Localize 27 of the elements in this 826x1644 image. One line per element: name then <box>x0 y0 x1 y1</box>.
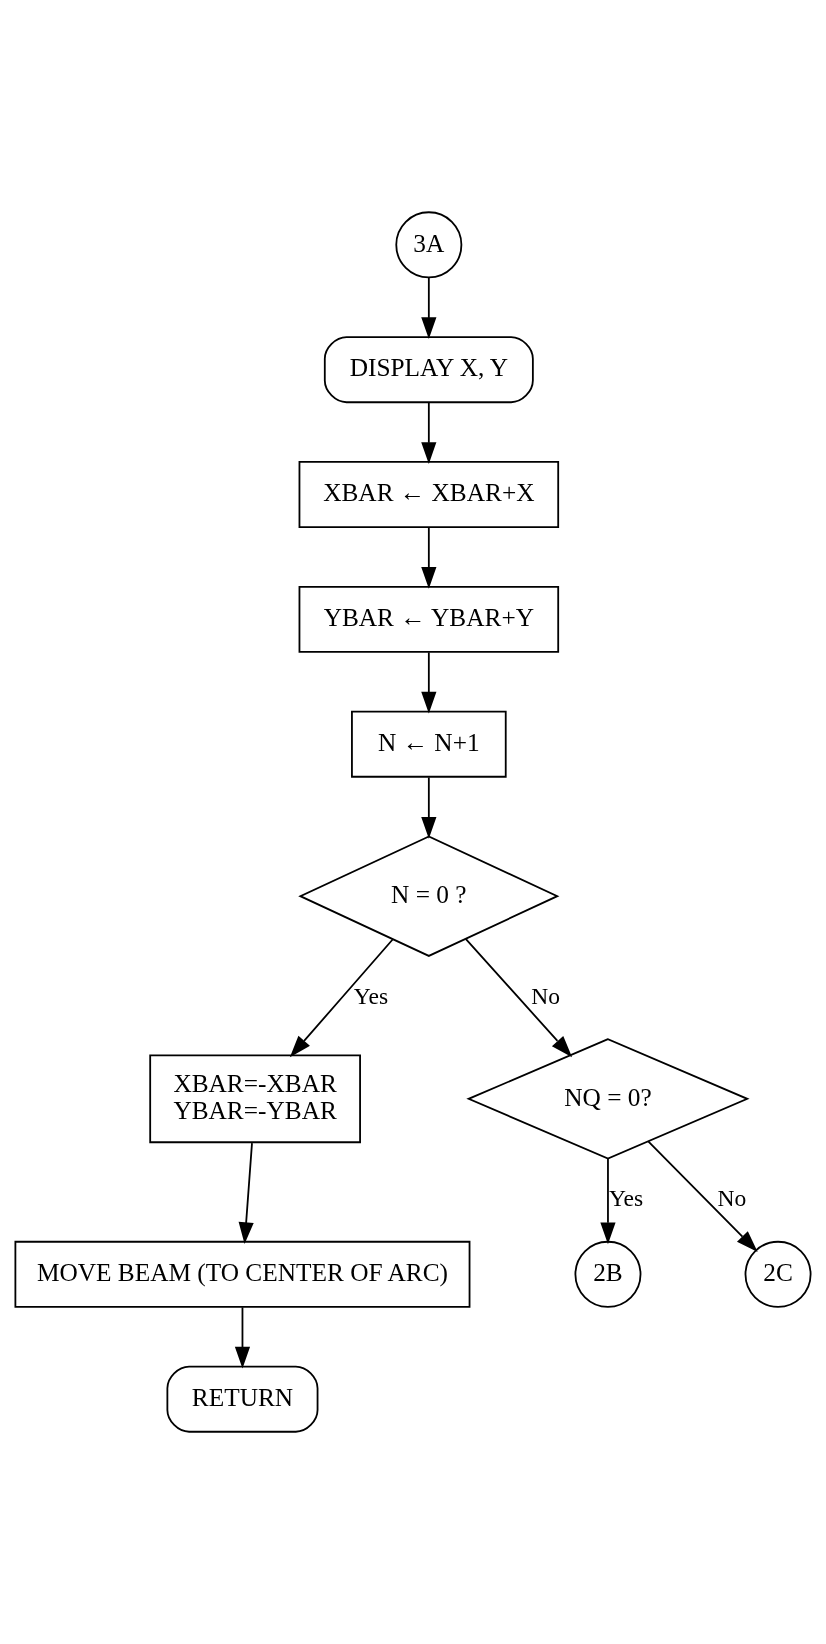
arrow <box>238 1142 254 1245</box>
arrow <box>600 1157 616 1245</box>
arrow <box>421 526 437 589</box>
node-box: XBAR ← XBAR+X <box>298 461 560 528</box>
node-circle: 2B <box>574 1240 642 1308</box>
arrow <box>421 651 437 714</box>
node-circle: 3A <box>395 211 463 279</box>
edge-label: Yes <box>608 1185 644 1212</box>
arrow <box>647 1140 758 1252</box>
arrow <box>234 1306 251 1369</box>
node-circle: 2C <box>744 1240 812 1308</box>
arrow <box>421 776 437 839</box>
arrow <box>421 401 437 464</box>
arrow <box>421 276 437 340</box>
node-box: N ← N+1 <box>351 710 507 778</box>
node-box: MOVE BEAM (TO CENTER OF ARC) <box>14 1240 471 1308</box>
edge-label: No <box>531 982 560 1009</box>
node-box: XBAR=-XBAR YBAR=-YBAR <box>149 1054 361 1144</box>
node-diamond: NQ = 0? <box>466 1038 750 1160</box>
node-box: YBAR ← YBAR+Y <box>298 585 560 653</box>
node-box: RETURN <box>166 1365 319 1433</box>
node-diamond: N = 0 ? <box>298 835 560 957</box>
arrow <box>289 938 394 1058</box>
node-box: DISPLAY X, Y <box>323 336 534 404</box>
arrow <box>465 938 573 1058</box>
edge-label: Yes <box>353 982 389 1009</box>
edge-label: No <box>717 1185 747 1212</box>
